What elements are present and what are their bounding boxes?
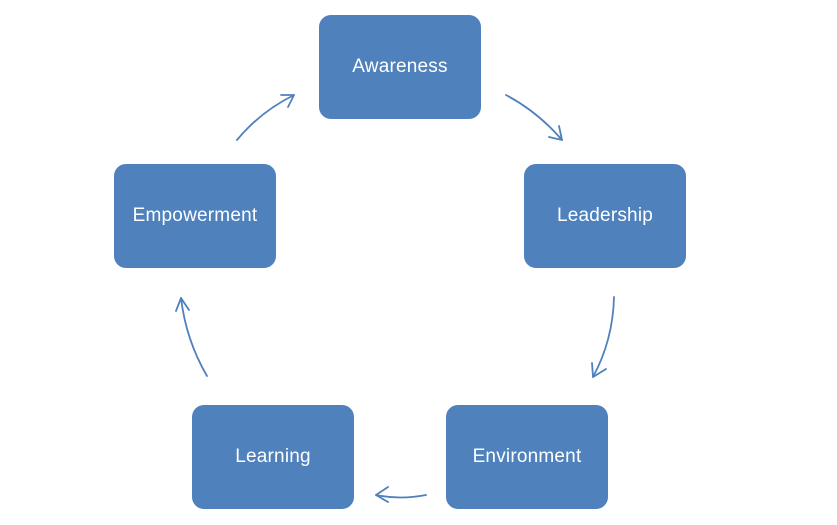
arrow-environment-to-learning bbox=[375, 486, 427, 503]
node-empowerment-label: Empowerment bbox=[132, 205, 258, 226]
node-awareness: Awareness bbox=[319, 15, 481, 119]
arrow-leadership-to-environment bbox=[591, 296, 615, 378]
arrow-empowerment-to-awareness bbox=[236, 94, 295, 141]
node-learning: Learning bbox=[192, 405, 354, 509]
arrow-learning-to-empowerment bbox=[175, 297, 208, 377]
node-leadership-label: Leadership bbox=[556, 205, 654, 226]
arrow-awareness-to-leadership bbox=[505, 94, 563, 141]
node-environment: Environment bbox=[446, 405, 608, 509]
node-awareness-label: Awareness bbox=[352, 56, 448, 77]
node-learning-label: Learning bbox=[235, 446, 311, 467]
node-environment-label: Environment bbox=[472, 446, 582, 467]
node-leadership: Leadership bbox=[524, 164, 686, 268]
node-empowerment: Empowerment bbox=[114, 164, 276, 268]
